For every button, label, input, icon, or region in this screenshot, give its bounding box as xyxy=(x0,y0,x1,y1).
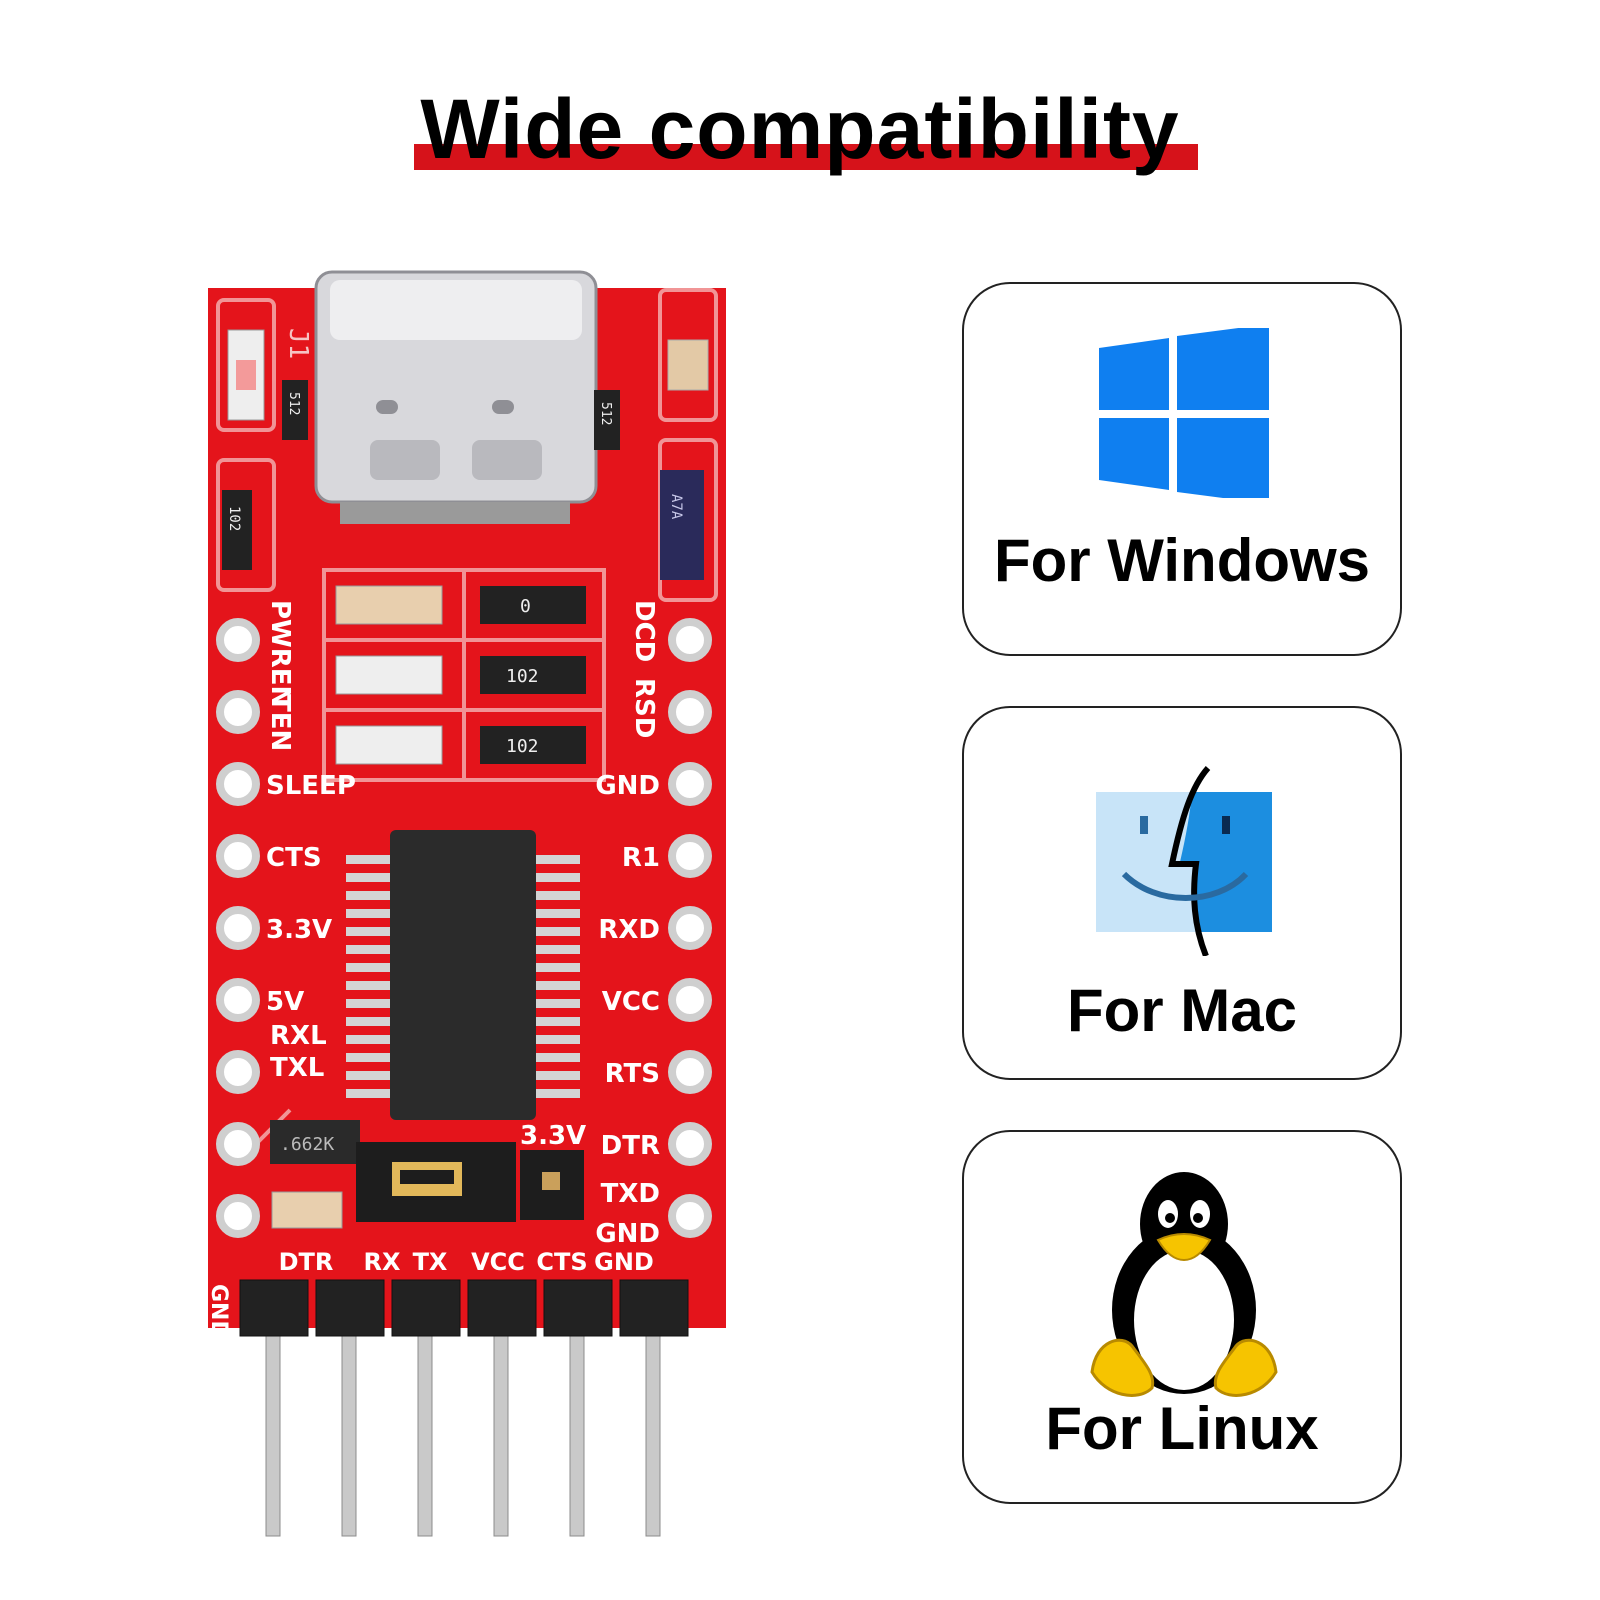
pin-label-pwren: PWREN xyxy=(265,600,295,707)
svg-text:.662K: .662K xyxy=(280,1134,334,1155)
resistor-r2: 512 xyxy=(594,390,620,450)
board-illustration: J1 512 512 A7A 102 0 xyxy=(206,270,726,1537)
pin-label-rxl: RXL xyxy=(270,1021,327,1051)
card-windows-label: For Windows xyxy=(993,527,1371,594)
tux-penguin-icon xyxy=(964,1170,1404,1402)
mac-finder-icon xyxy=(964,766,1404,956)
type-c-label: J1 xyxy=(283,328,313,359)
pin-label-txd: TXD xyxy=(601,1179,660,1209)
svg-text:102: 102 xyxy=(226,506,242,531)
svg-text:102: 102 xyxy=(506,736,539,757)
bottom-pin-vcc: VCC xyxy=(471,1248,525,1276)
bottom-pin-tx: TX xyxy=(413,1248,448,1276)
right-pin-holes xyxy=(668,618,712,1238)
pin-label-txl: TXL xyxy=(270,1053,324,1083)
transistor: .662K xyxy=(270,1120,360,1164)
windows-logo-icon xyxy=(964,328,1404,498)
jumper-label: 3.3V xyxy=(520,1121,586,1151)
card-mac-label: For Mac xyxy=(1066,977,1298,1044)
bottom-left-gnd-label: GND xyxy=(206,1284,231,1339)
pin-label-rxd: RXD xyxy=(598,915,660,945)
ftdi-chip xyxy=(346,830,580,1120)
pin-label-5v: 5V xyxy=(266,987,304,1017)
header-housing xyxy=(239,1279,689,1337)
header-pins xyxy=(265,1289,661,1537)
bottom-pin-dtr: DTR xyxy=(279,1248,334,1276)
resistor-r3: 102 xyxy=(222,490,252,570)
resistor-r4: 0 xyxy=(480,586,586,624)
svg-text:A7A: A7A xyxy=(668,494,684,520)
resistor-r1: 512 xyxy=(282,380,308,440)
bottom-pin-gnd: GND xyxy=(594,1248,654,1276)
headline-underline xyxy=(414,144,1198,170)
pin-label-dcd: DCD xyxy=(629,600,659,662)
jumper xyxy=(356,1142,584,1222)
card-windows: For Windows xyxy=(962,282,1402,656)
pin-label-rsd: RSD xyxy=(629,678,659,738)
card-linux-label: For Linux xyxy=(1045,1395,1319,1462)
pin-label-dtr: DTR xyxy=(601,1131,660,1161)
svg-text:102: 102 xyxy=(506,666,539,687)
bottom-pin-rx: RX xyxy=(364,1248,401,1276)
svg-text:512: 512 xyxy=(598,402,613,425)
usb-serial-board: J1 512 512 A7A 102 0 xyxy=(190,270,750,1550)
svg-text:512: 512 xyxy=(286,392,301,415)
diode: A7A xyxy=(660,470,704,580)
card-linux: For Linux xyxy=(962,1130,1402,1504)
pin-label-sleep: SLEEP xyxy=(266,771,356,801)
pin-label-vcc: VCC xyxy=(602,987,660,1017)
pin-label-3v3: 3.3V xyxy=(266,915,332,945)
pin-label-gnd: GND xyxy=(595,771,660,801)
pin-label-cts: CTS xyxy=(266,843,322,873)
resistor-r5: 102 xyxy=(480,656,586,694)
card-mac: For Mac xyxy=(962,706,1402,1080)
bottom-pin-cts: CTS xyxy=(536,1248,587,1276)
pin-label-ten: TEN xyxy=(265,694,295,751)
usb-c-connector xyxy=(314,270,598,524)
pin-label-r1: R1 xyxy=(622,843,660,873)
left-pin-holes xyxy=(216,618,260,1238)
resistor-r6: 102 xyxy=(480,726,586,764)
pin-label-gnd-2: GND xyxy=(595,1219,660,1249)
pin-label-rts: RTS xyxy=(605,1059,660,1089)
headline-text: Wide compatibility xyxy=(420,82,1180,176)
headline: Wide compatibility xyxy=(0,84,1600,174)
svg-text:0: 0 xyxy=(520,596,531,617)
